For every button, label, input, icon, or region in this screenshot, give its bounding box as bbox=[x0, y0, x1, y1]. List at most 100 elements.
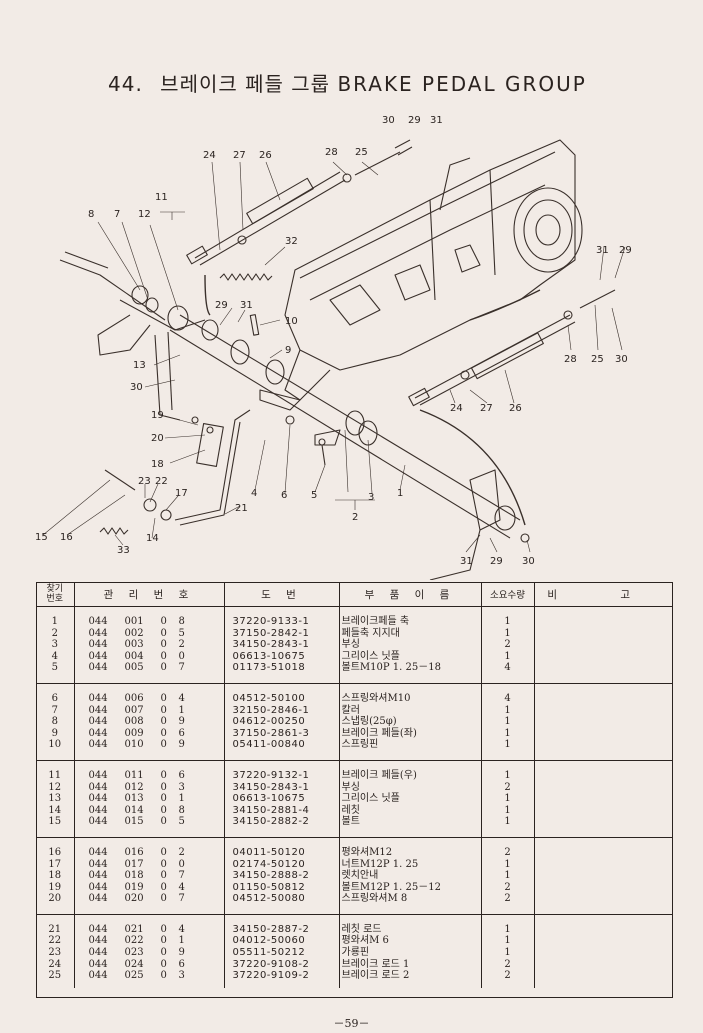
drawing-number: 34150-2881-4 bbox=[223, 804, 339, 817]
quantity: 1 bbox=[480, 606, 534, 628]
drawing-number: 06613-10675 bbox=[223, 793, 339, 805]
remarks bbox=[533, 893, 673, 915]
part-name: 평와셔M12 bbox=[338, 837, 481, 859]
callout-27: 27 bbox=[233, 150, 246, 161]
ref-number: 1 bbox=[51, 616, 58, 627]
drawing-number: 02174-50120 bbox=[223, 858, 339, 871]
management-number-part: 4 bbox=[178, 923, 185, 935]
callout-10: 10 bbox=[285, 316, 298, 327]
table-header-row: 찾기 번호 관 리 번 호 도 번 부 품 이 름 소요수량 비 고 bbox=[36, 582, 673, 607]
callout-30-left: 30 bbox=[130, 382, 143, 393]
management-number-part: 3 bbox=[178, 781, 185, 793]
callout-labels: 1 2 3 4 5 6 7 8 9 10 11 12 13 14 15 16 1… bbox=[35, 115, 632, 567]
management-number-part: 017 bbox=[124, 858, 144, 870]
ref-number: 23 bbox=[48, 947, 62, 959]
drawing-number: 37150-2842-1 bbox=[223, 627, 339, 640]
quantity: 2 bbox=[480, 893, 534, 915]
management-number-part: 0 bbox=[160, 893, 167, 905]
callout-29-bottom: 29 bbox=[490, 556, 503, 567]
callout-33: 33 bbox=[117, 545, 130, 556]
ref-number: 6 bbox=[51, 692, 58, 704]
callout-28-right: 28 bbox=[564, 354, 577, 365]
management-number-part: 044 bbox=[88, 970, 108, 982]
remarks bbox=[533, 837, 673, 859]
drawing-number: 37150-2861-3 bbox=[223, 727, 339, 740]
part-name: 브레이크 로드 1 bbox=[338, 958, 481, 971]
callout-20: 20 bbox=[151, 433, 164, 444]
callout-3: 3 bbox=[368, 492, 374, 503]
management-number-part: 012 bbox=[124, 781, 144, 793]
management-number-part: 020 bbox=[124, 893, 144, 905]
callout-23: 23 bbox=[138, 476, 151, 487]
callout-31-right: 31 bbox=[596, 245, 609, 256]
right-pedal bbox=[429, 469, 530, 580]
remarks bbox=[533, 816, 673, 838]
management-number-part: 0 bbox=[160, 935, 167, 947]
callout-17: 17 bbox=[175, 488, 188, 499]
drawing-number: 37220-9133-1 bbox=[223, 606, 339, 628]
management-number-part: 044 bbox=[88, 935, 108, 947]
management-number-part: 044 bbox=[88, 923, 108, 935]
brake-rod-lower bbox=[408, 289, 616, 407]
ref-number: 22 bbox=[48, 935, 62, 947]
management-number-part: 044 bbox=[88, 858, 108, 870]
quantity: 1 bbox=[480, 935, 534, 948]
management-number-part: 044 bbox=[88, 870, 108, 882]
management-number-part: 044 bbox=[88, 846, 108, 858]
callout-30: 30 bbox=[382, 115, 395, 126]
management-number-part: 044 bbox=[88, 692, 108, 704]
callout-7: 7 bbox=[114, 209, 120, 220]
part-name: 페들축 지지대 bbox=[338, 627, 481, 640]
management-number-part: 0 bbox=[160, 662, 167, 674]
remarks bbox=[533, 716, 673, 728]
drawing-number: 34150-2887-2 bbox=[223, 914, 339, 936]
ref-number: 9 bbox=[51, 727, 58, 739]
management-number-part: 004 bbox=[124, 650, 144, 662]
management-number-part: 0 bbox=[160, 716, 167, 728]
callout-29-left: 29 bbox=[215, 300, 228, 311]
drawing-number: 34150-2843-1 bbox=[223, 639, 339, 651]
management-number-part: 023 bbox=[124, 947, 144, 959]
callout-16: 16 bbox=[60, 532, 73, 543]
management-number-part: 6 bbox=[178, 769, 185, 781]
management-number-part: 024 bbox=[124, 958, 144, 970]
callout-28: 28 bbox=[325, 147, 338, 158]
management-number-part: 0 bbox=[160, 627, 167, 639]
management-number-part: 044 bbox=[88, 727, 108, 739]
management-number-part: 0 bbox=[160, 793, 167, 805]
remarks bbox=[533, 858, 673, 871]
remarks bbox=[533, 760, 673, 782]
section-number: 44. bbox=[108, 72, 143, 96]
callout-9: 9 bbox=[285, 345, 291, 356]
ref-number: 12 bbox=[48, 781, 62, 793]
management-number-part: 044 bbox=[88, 639, 108, 651]
management-number-part: 2 bbox=[178, 846, 185, 858]
management-number-part: 044 bbox=[88, 947, 108, 959]
title-korean: 브레이크 페들 그룹 bbox=[160, 72, 331, 96]
management-number-part: 044 bbox=[88, 893, 108, 905]
part-name: 스프링핀 bbox=[338, 739, 481, 761]
callout-31: 31 bbox=[430, 115, 443, 126]
ratchet-rod bbox=[99, 409, 251, 535]
ref-number: 7 bbox=[51, 704, 58, 716]
management-number-part: 2 bbox=[178, 639, 185, 651]
quantity: 1 bbox=[480, 704, 534, 717]
part-name: 칼러 bbox=[338, 704, 481, 717]
remarks bbox=[533, 970, 673, 988]
management-number-part: 3 bbox=[178, 970, 185, 982]
management-number-part: 1 bbox=[178, 935, 185, 947]
management-number-part: 009 bbox=[124, 727, 144, 739]
